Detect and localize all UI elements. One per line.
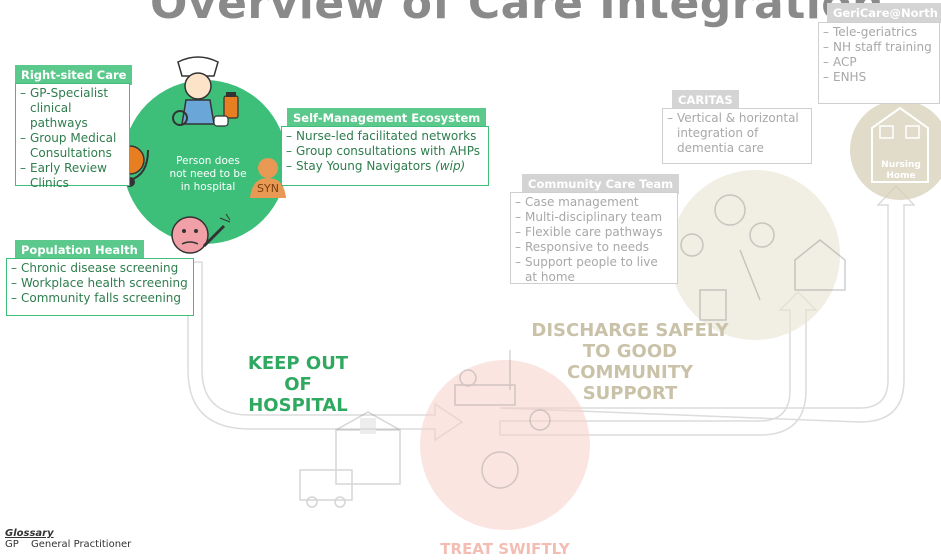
- page-title: Overview of Care Integration: [150, 0, 884, 29]
- center-circle-text: Person does not need to be in hospital: [169, 155, 247, 193]
- population-health-box: Chronic disease screeningWorkplace healt…: [6, 258, 194, 316]
- wip-note: (wip): [435, 159, 466, 173]
- population-health-item: Community falls screening: [11, 291, 189, 306]
- community-care-team-item: Support people to live at home: [515, 255, 673, 285]
- community-care-team-header: Community Care Team: [522, 174, 680, 194]
- gericare-item: ACP: [823, 55, 935, 70]
- self-management-item: Stay Young Navigators (wip): [286, 159, 484, 174]
- community-care-team-box: Case managementMulti-disciplinary teamFl…: [510, 192, 678, 284]
- keep-out-label: KEEP OUT OF HOSPITAL: [247, 353, 349, 416]
- keep-out-circle: [123, 80, 287, 244]
- community-icon: [680, 194, 846, 321]
- community-care-team-item: Responsive to needs: [515, 240, 673, 255]
- right-sited-care-item: Group Medical Consultations: [20, 131, 125, 161]
- treat-swiftly-label: TREAT SWIFTLY: [440, 540, 570, 558]
- glossary-term: GP: [5, 539, 19, 550]
- hospital-icon: [299, 411, 401, 508]
- treat-circle: [420, 360, 590, 530]
- self-management-item: Group consultations with AHPs: [286, 144, 484, 159]
- population-health-header: Population Health: [15, 240, 144, 260]
- caritas-box: Vertical & horizontal integration of dem…: [662, 108, 812, 164]
- caritas-item: Vertical & horizontal integration of dem…: [667, 111, 807, 156]
- right-sited-care-header: Right-sited Care: [15, 65, 133, 85]
- gericare-item: NH staff training: [823, 40, 935, 55]
- syn-badge: SYN: [257, 182, 279, 195]
- gericare-item: Tele-geriatrics: [823, 25, 935, 40]
- glossary-heading: Glossary: [5, 528, 54, 539]
- right-sited-care-item: Early Review Clinics: [20, 161, 125, 191]
- medicine-icon: [213, 92, 239, 127]
- community-care-team-item: Multi-disciplinary team: [515, 210, 673, 225]
- syn-person-icon: [250, 158, 286, 198]
- nursing-home-label: Nursing Home: [881, 160, 921, 181]
- population-health-item: Workplace health screening: [11, 276, 189, 291]
- nurse-icon: [172, 56, 219, 126]
- glossary-definition: General Practitioner: [31, 539, 132, 550]
- right-sited-care-item: GP-Specialist clinical pathways: [20, 86, 125, 131]
- community-circle: [670, 170, 840, 340]
- community-care-team-item: Case management: [515, 195, 673, 210]
- self-management-header: Self-Management Ecosystem: [287, 108, 487, 128]
- self-management-box: Nurse-led facilitated networks Group con…: [281, 126, 489, 186]
- glossary-entry: GP General Practitioner: [5, 539, 131, 550]
- caritas-header: CARITAS: [672, 90, 739, 110]
- population-health-item: Chronic disease screening: [11, 261, 189, 276]
- self-management-item-label: Stay Young Navigators: [296, 159, 432, 173]
- patient-icon: [171, 213, 231, 254]
- glossary: Glossary GP General Practitioner: [5, 528, 131, 550]
- gericare-box: Tele-geriatricsNH staff trainingACPENHS: [818, 22, 940, 104]
- discharge-label: DISCHARGE SAFELY TO GOOD COMMUNITY SUPPO…: [531, 320, 729, 404]
- nursing-home-icon: [871, 106, 929, 183]
- gericare-item: ENHS: [823, 70, 935, 85]
- right-sited-care-box: GP-Specialist clinical pathwaysGroup Med…: [15, 83, 130, 190]
- community-care-team-item: Flexible care pathways: [515, 225, 673, 240]
- self-management-item: Nurse-led facilitated networks: [286, 129, 484, 144]
- gericare-header: GeriCare@North: [827, 3, 941, 23]
- hospital-bed-icon: [454, 350, 551, 489]
